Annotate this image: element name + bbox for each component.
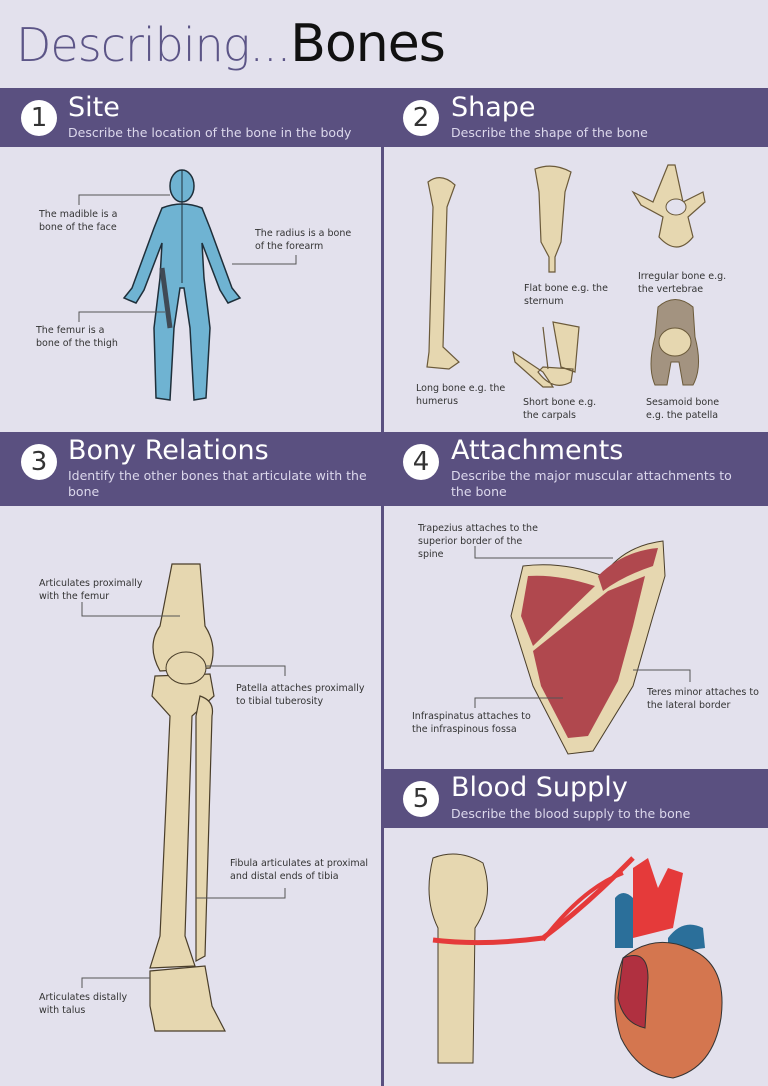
section-desc-shape: Describe the shape of the bone [451, 125, 648, 140]
page-title: Describing...Bones [16, 14, 446, 74]
label-mandible: The madible is a bone of the face [39, 209, 118, 233]
short-bone-carpals [512, 321, 580, 388]
label-femur-articulation: Articulates proximally with the femur [39, 578, 143, 602]
section-desc-bony-relations: Identify the other bones that articulate… [68, 468, 367, 499]
label-irregular-bone: Irregular bone e.g. the vertebrae [638, 271, 727, 295]
label-trapezius: Trapezius attaches to the superior borde… [418, 523, 538, 560]
vein [615, 893, 633, 948]
label-sesamoid-bone: Sesamoid bone e.g. the patella [646, 397, 720, 421]
label-flat-bone: Flat bone e.g. the sternum [524, 283, 608, 307]
section-number-4: 4 [403, 444, 439, 480]
section-heading-blood-supply: Blood Supply [451, 772, 628, 803]
divider [381, 147, 384, 1086]
title-prefix: Describing... [16, 18, 291, 72]
section-number-5: 5 [403, 781, 439, 817]
label-infraspinatus: Infraspinatus attaches to the infraspino… [412, 711, 531, 735]
label-talus: Articulates distally with talus [39, 992, 128, 1016]
section-heading-shape: Shape [451, 92, 536, 123]
long-bone-humerus [426, 177, 460, 370]
section-number-1: 1 [21, 100, 57, 136]
tibia-fibula-figure [81, 563, 286, 1032]
label-fibula: Fibula articulates at proximal and dista… [230, 858, 369, 882]
label-patella: Patella attaches proximally to tibial tu… [236, 683, 365, 707]
section-number-3: 3 [21, 444, 57, 480]
bone-shapes-figure [426, 164, 706, 388]
section-heading-attachments: Attachments [451, 435, 624, 466]
section-heading-bony-relations: Bony Relations [68, 435, 269, 466]
label-long-bone: Long bone e.g. the humerus [416, 383, 506, 407]
section-heading-site: Site [68, 92, 120, 123]
site-leader-lines [78, 194, 297, 322]
header-band-3-4 [0, 432, 768, 506]
section-desc-blood-supply: Describe the blood supply to the bone [451, 806, 691, 821]
section-desc-site: Describe the location of the bone in the… [68, 125, 352, 140]
title-main: Bones [290, 14, 446, 74]
header-band-5 [383, 769, 768, 828]
blood-supply-figure [428, 853, 723, 1079]
label-femur: The femur is a bone of the thigh [36, 325, 118, 349]
flat-bone-sternum [534, 165, 572, 273]
header-band-1-2 [0, 88, 768, 147]
human-body-figure [122, 169, 242, 401]
bone-head [428, 853, 488, 1064]
aorta [633, 858, 683, 938]
label-teres-minor: Teres minor attaches to the lateral bord… [647, 687, 759, 711]
scapula-figure [474, 540, 691, 755]
section-desc-attachments: Describe the major muscular attachments … [451, 468, 732, 499]
section-number-2: 2 [403, 100, 439, 136]
label-short-bone: Short bone e.g. the carpals [523, 397, 597, 421]
label-radius: The radius is a bone of the forearm [255, 228, 352, 252]
